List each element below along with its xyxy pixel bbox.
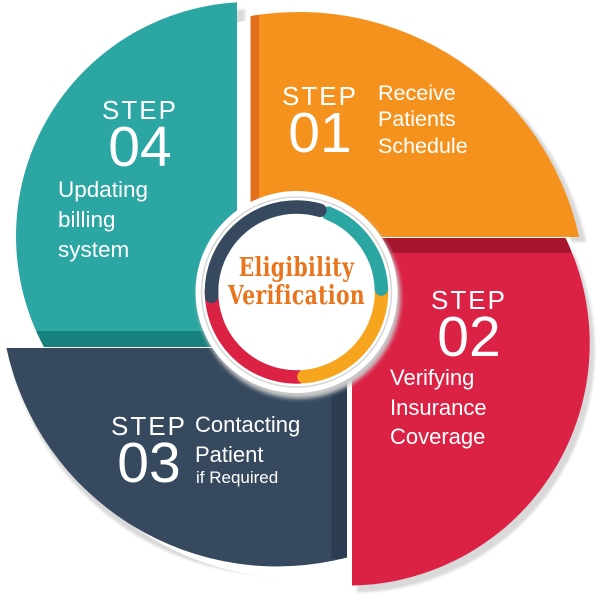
step-01-number: 01 <box>288 101 352 165</box>
step-03-label: STEP <box>111 411 187 441</box>
step-03-description: Contacting Patient <box>195 410 300 469</box>
step-02-desc-line: Verifying <box>390 365 475 390</box>
step-01-desc-line: Receive <box>378 81 456 105</box>
step-01-desc-line: Patients <box>378 107 456 132</box>
center-medallion <box>195 191 401 399</box>
medallion-segment-ring <box>204 206 389 384</box>
center-title-line1: Eligibility <box>238 253 355 283</box>
step-03-number: 03 <box>117 431 181 495</box>
step-03-note: if Required <box>196 468 279 487</box>
sector-step-02-edge-band <box>352 238 571 253</box>
sector-step-04-edge-band <box>20 331 237 347</box>
step-01-description: Receive Patients Schedule <box>378 80 468 159</box>
medallion-white-disc <box>195 191 398 393</box>
medallion-inner-ring-line <box>200 196 393 388</box>
step-04-desc-line: system <box>58 237 130 262</box>
sector-step-01-edge-band <box>250 12 259 237</box>
step-03-desc-line: Contacting <box>195 412 301 437</box>
step-01-label: STEP <box>282 81 358 111</box>
step-04-desc-line: billing <box>58 207 116 232</box>
ring-arc-red <box>204 282 307 384</box>
step-01-desc-line: Schedule <box>378 133 468 158</box>
ring-arc-orange <box>297 279 389 384</box>
step-04-description: Updating billing system <box>58 175 148 265</box>
step-04-label: STEP <box>102 95 178 125</box>
step-02-label: STEP <box>431 285 507 315</box>
step-02-number: 02 <box>437 305 501 369</box>
step-02-desc-line: Coverage <box>390 424 486 450</box>
ring-arc-navy <box>204 200 327 304</box>
step-04-desc-line: Updating <box>58 177 149 202</box>
step-04-number: 04 <box>108 115 172 179</box>
step-02-desc-line: Insurance <box>390 394 487 420</box>
center-title-line2: Verification <box>227 281 366 312</box>
sector-step-03-edge-band <box>331 348 347 559</box>
step-02-description: Verifying Insurance Coverage <box>390 363 487 452</box>
center-title: Eligibility Verification <box>203 254 391 311</box>
ring-arc-teal <box>321 206 389 296</box>
step-03-desc-line: Patient <box>195 441 264 467</box>
